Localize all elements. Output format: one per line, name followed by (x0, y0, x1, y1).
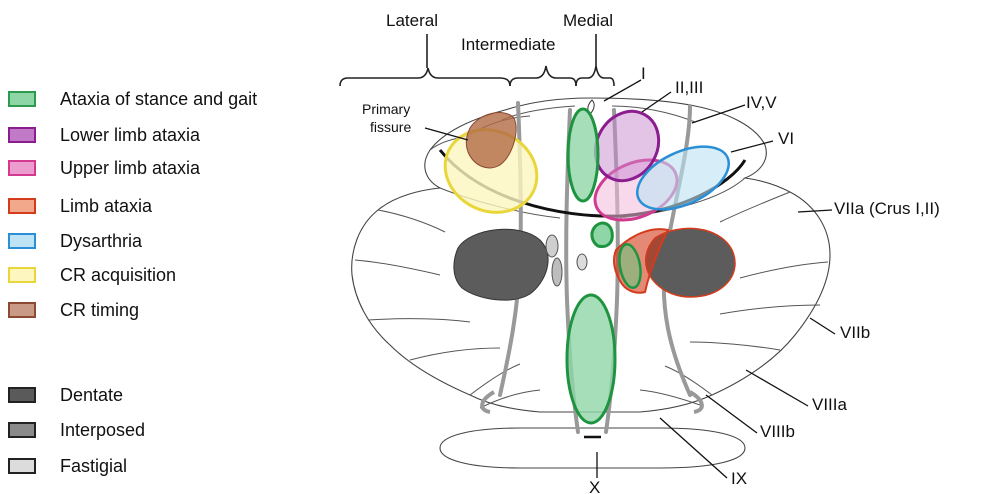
area-stance-gait-upper (568, 109, 598, 201)
area-stance-gait-mid (592, 223, 612, 246)
zone-label-lateral: Lateral (386, 11, 438, 30)
dentate-nucleus-left (454, 229, 548, 300)
label-primary-fissure-2: fissure (370, 119, 411, 135)
label-lobule-viiia: VIIIa (812, 395, 848, 414)
label-lobule-i: I (641, 64, 646, 83)
interposed-nucleus-left-2 (552, 258, 562, 286)
label-lobule-iv-v: IV,V (746, 93, 777, 112)
zone-label-medial: Medial (563, 11, 613, 30)
label-lobule-viib: VIIb (840, 323, 870, 342)
zone-label-intermediate: Intermediate (461, 35, 556, 54)
label-primary-fissure-1: Primary (362, 101, 410, 117)
area-stance-gait-lower (567, 295, 615, 423)
interposed-nucleus-left-1 (546, 235, 558, 257)
label-lobule-viiib: VIIIb (760, 422, 795, 441)
label-lobule-ix: IX (731, 469, 747, 488)
label-lobule-vi: VI (778, 129, 794, 148)
label-lobule-ii-iii: II,III (675, 78, 703, 97)
fastigial-nucleus-left (577, 254, 587, 270)
label-lobule-viia: VIIa (Crus I,II) (834, 199, 940, 218)
label-lobule-x: X (589, 478, 600, 494)
